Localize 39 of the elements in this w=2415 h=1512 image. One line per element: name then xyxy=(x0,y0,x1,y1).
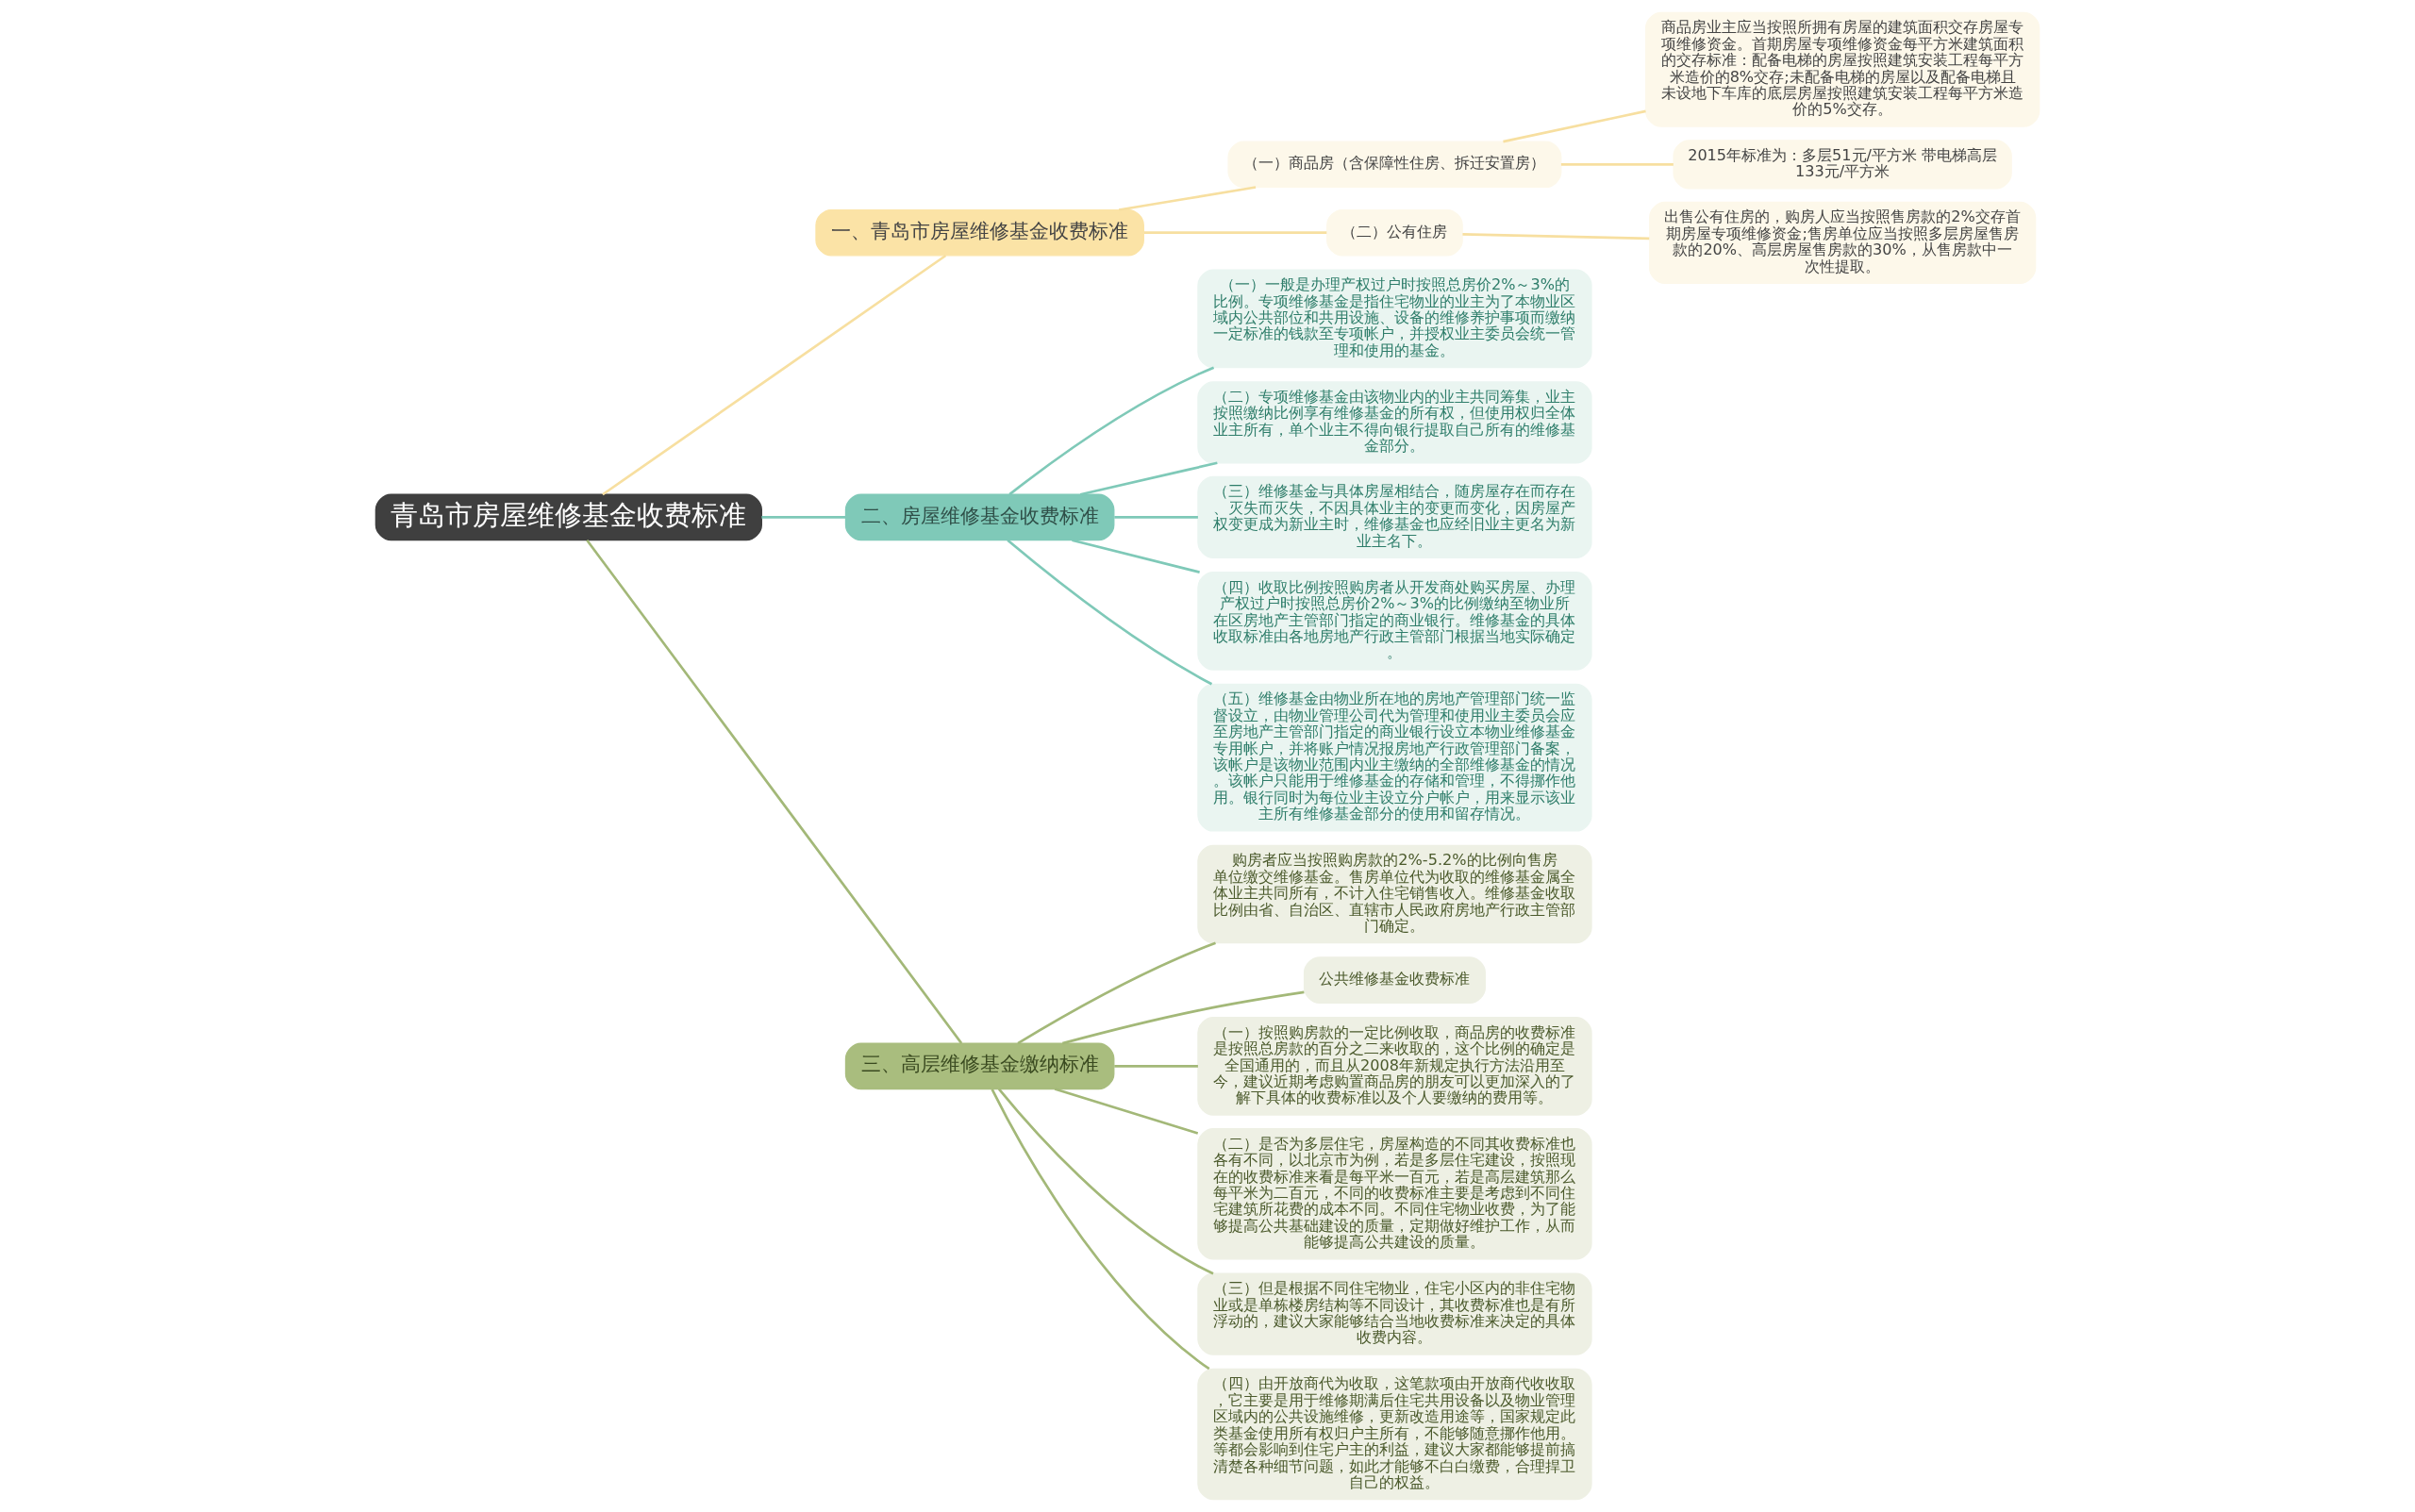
node-box: （一）一般是办理产权过户时按照总房价2%～3%的比例。专项维修基金是指住宅物业的业主为了本物业区域内公共部位和共用设施、设备的维修养护事项而缴纳一定标准的钱款至专项帐户，并授权业主委员会统一管理和使用的基金。 xyxy=(1197,269,1592,369)
node-box: （四）收取比例按照购房者从开发商处购买房屋、办理产权过户时按照总房价2%～3%的比例缴纳至物业所在区房地产主管部门指定的商业银行。维修基金的具体收取标准由各地房地产行政主管部门根据当地实际确定。 xyxy=(1197,572,1592,671)
connector xyxy=(586,539,963,1044)
node-box: （五）维修基金由物业所在地的房地产管理部门统一监督设立，由物业管理公司代为管理和使用业主委员会应至房地产主管部门指定的商业银行设立本物业维修基金专用帐户，并将账户情况报房地产行政管理部门备案，该帐户是该物业范围内业主缴纳的全部维修基金的情况。该帐户只能用于维修基金的存储和管理，不得挪作他用。银行同时为每位业主设立分户帐户，用来显示该业主所有维修基金部分的使用和留存情况。 xyxy=(1197,683,1592,832)
connector xyxy=(1114,1065,1198,1068)
node-box: （二）公有住房 xyxy=(1326,208,1463,257)
node-box: （一）按照购房款的一定比例收取，商品房的收费标准是按照总房款的百分之二来收取的，这个比例的确定是全国通用的，而且从2008年新规定执行方法沿用至今，建议近期考虑购置商品房的朋友可以更加深入的了解下具体的收费标准以及个人要缴纳的费用等。 xyxy=(1197,1017,1592,1116)
connector xyxy=(1143,231,1327,235)
node-box: （三）维修基金与具体房屋相结合，随房屋存在而存在、灭失而灭失，不因具体业主的变更而变化，因房屋产权变更成为新业主时，维修基金也应经旧业主更名为新业主名下。 xyxy=(1197,475,1592,558)
node-box: （二）专项维修基金由该物业内的业主共同筹集，业主按照缴纳比例享有维修基金的所有权，但使用权归全体业主所有，单个业主不得向银行提取自己所有的维修基金部分。 xyxy=(1197,381,1592,464)
node-box: 一、青岛市房屋维修基金收费标准 xyxy=(815,208,1144,257)
connector xyxy=(1118,186,1257,211)
connector xyxy=(997,1088,1214,1275)
connector xyxy=(602,254,947,496)
connector xyxy=(1114,516,1198,519)
node-box: 三、高层维修基金缴纳标准 xyxy=(844,1042,1115,1090)
connector xyxy=(991,1088,1210,1371)
node-box: （二）是否为多层住宅，房屋构造的不同其收费标准也各有不同，以北京市为例，若是多层住宅建设，按照现在的收费标准来看是每平米一百元，若是高层建筑那么每平米为二百元，不同的收费标准主要是考虑到不同住宅建筑所花费的成本不同。不同住宅物业收费，为了能够提高公共基础建设的质量，定期做好维护工作，从而能够提高公共建设的质量。 xyxy=(1197,1128,1592,1260)
node-box: 青岛市房屋维修基金收费标准 xyxy=(375,493,762,541)
node-box: 购房者应当按照购房款的2%-5.2%的比例向售房单位缴交维修基金。售房单位代为收取的维修基金属全体业主共同所有，不计入住宅销售收入。维修基金收取比例由省、自治区、直辖市人民政府房地产行政主管部门确定。 xyxy=(1197,844,1592,944)
node-box: 公共维修基金收费标准 xyxy=(1303,956,1486,1004)
node-box: 二、房屋维修基金收费标准 xyxy=(844,493,1115,541)
connector xyxy=(1054,1088,1199,1135)
node-box: 出售公有住房的，购房人应当按照售房款的2%交存首期房屋专项维修资金;售房单位应当按照多层房屋售房款的20%、高层房屋售房款的30%，从售房款中一次性提取。 xyxy=(1648,201,2037,284)
node-box: （一）商品房（含保障性住房、拆迁安置房） xyxy=(1227,141,1562,189)
node-box: （三）但是根据不同住宅物业，住宅小区内的非住宅物业或是单栋楼房结构等不同设计，其收费标准也是有所浮动的，建议大家能够结合当地收费标准来决定的具体收费内容。 xyxy=(1197,1272,1592,1355)
node-box: （四）由开放商代为收取，这笔款项由开放商代收收取，它主要是用于维修期满后住宅共用设备以及物业管理区域内的公共设施维修，更新改造用途等，国家规定此类基金使用所有权归户主所有，不能够随意挪作他用。等都会影响到住宅户主的利益，建议大家都能够提前搞清楚各种细节问题，如此才能够不白白缴费，合理捍卫自己的权益。 xyxy=(1197,1368,1592,1501)
connector xyxy=(1007,539,1213,686)
connector xyxy=(1017,941,1216,1045)
connector xyxy=(1072,539,1200,573)
node-box: 商品房业主应当按照所拥有房屋的建筑面积交存房屋专项维修资金。首期房屋专项维修资金每平方米建筑面积的交存标准：配备电梯的房屋按照建筑安装工程每平方米造价的8%交存;未配备电梯的房屋以及配备电梯且未设地下车库的底层房屋按照建筑安装工程每平方米造价的5%交存。 xyxy=(1644,11,2040,127)
node-box: 2015年标准为：多层51元/平方米 带电梯高层133元/平方米 xyxy=(1673,140,2012,190)
connector xyxy=(1503,109,1646,143)
connector xyxy=(1560,162,1674,166)
connector xyxy=(1008,366,1215,496)
connector xyxy=(1062,990,1305,1045)
connector xyxy=(761,516,846,519)
connector xyxy=(1079,461,1218,496)
connector xyxy=(1462,233,1650,241)
